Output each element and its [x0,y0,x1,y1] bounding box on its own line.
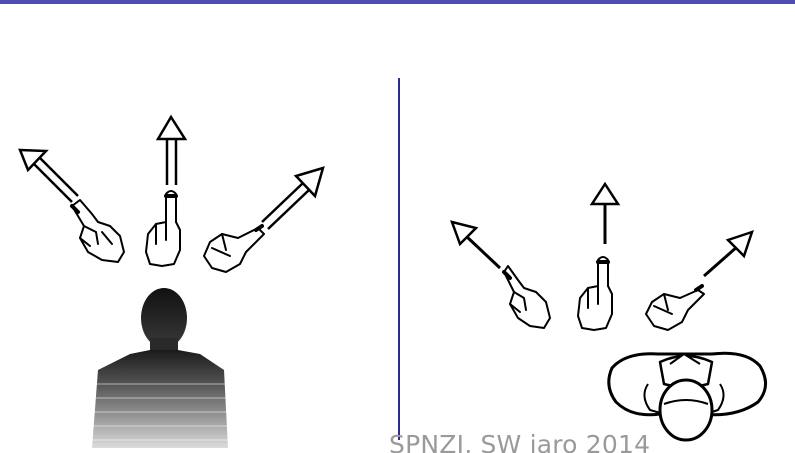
arrow-up-icon [589,181,621,244]
person-silhouette-icon [92,288,228,448]
hand-point-up-right-icon [203,224,265,273]
hand-point-up-right-icon [645,284,705,331]
arrow-up-left-icon [450,220,502,270]
hand-point-up-left-icon [70,199,125,263]
slide-footer: SPNZI, SW jaro 2014 [389,430,651,453]
right-panel [450,181,767,442]
double-arrow-up-right-icon [261,166,325,230]
double-arrow-up-left-icon [18,148,79,203]
left-panel [18,114,325,448]
double-arrow-up-icon [155,114,188,185]
hand-point-up-icon [145,190,181,267]
hand-point-up-left-icon [502,265,551,329]
person-top-view-icon [607,351,767,442]
top-accent-rule [0,0,795,4]
arrow-up-right-icon [703,230,754,278]
panel-divider [398,78,400,440]
hand-point-up-icon [577,256,613,331]
